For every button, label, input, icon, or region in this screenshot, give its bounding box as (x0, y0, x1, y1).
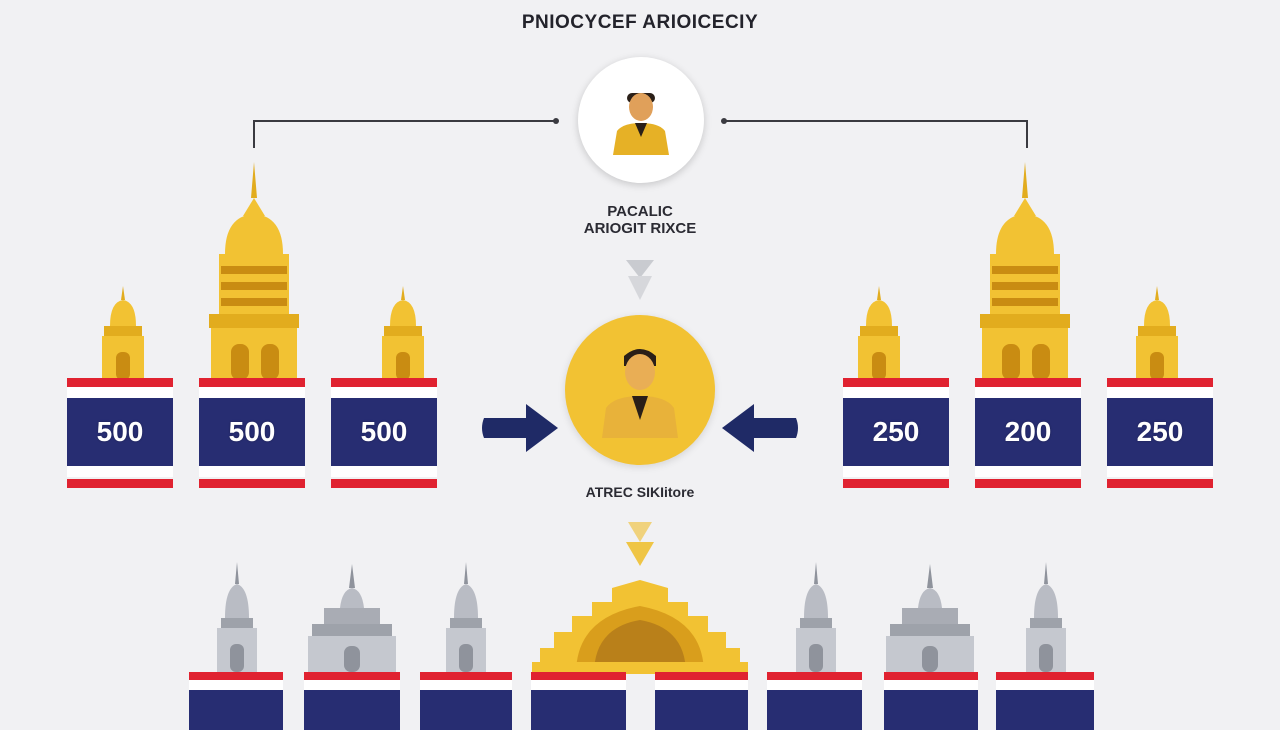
bottom-flag-base (420, 672, 512, 730)
grey-stupa-icon (1022, 562, 1070, 672)
grey-temple-icon (304, 564, 400, 672)
bottom-flag-base (531, 672, 626, 730)
left-value-card-3: 500 (331, 378, 437, 488)
grey-temple-icon (882, 564, 978, 672)
gold-palace-icon (532, 578, 748, 674)
right-value-card-2: 200 (975, 378, 1081, 488)
large-gold-temple-icon (205, 162, 303, 380)
connector-top-right (724, 120, 1028, 122)
down-arrow-icon (622, 256, 658, 304)
central-authority-avatar (565, 315, 715, 465)
small-gold-temple-icon (98, 286, 148, 380)
bottom-flag-base (767, 672, 862, 730)
gold-down-arrow-icon (622, 518, 658, 570)
grey-stupa-icon (213, 562, 261, 672)
small-gold-temple-icon (378, 286, 428, 380)
large-gold-temple-icon (976, 162, 1074, 380)
grey-stupa-icon (792, 562, 840, 672)
middle-caption: ATREC SIKIitore (585, 484, 695, 500)
card-value: 250 (872, 416, 920, 447)
right-value-card-3: 250 (1107, 378, 1213, 488)
upper-caption-line2: ARIOGIT RIXCE (583, 220, 697, 237)
left-value-card-1: 500 (67, 378, 173, 488)
connector-dot-left (553, 118, 559, 124)
connector-top-right-drop (1026, 120, 1028, 148)
top-authority-avatar (578, 57, 704, 183)
card-value: 200 (1004, 416, 1052, 447)
card-value: 500 (360, 416, 408, 447)
person-icon (609, 85, 673, 155)
upper-caption-line1: PACALIC (607, 203, 673, 220)
card-value: 500 (228, 416, 276, 447)
card-value: 250 (1136, 416, 1184, 447)
connector-top-left-drop (253, 120, 255, 148)
person-icon (598, 342, 682, 438)
right-value-card-1: 250 (843, 378, 949, 488)
bottom-flag-base (189, 672, 283, 730)
card-value: 500 (96, 416, 144, 447)
bottom-flag-base (996, 672, 1094, 730)
left-arrow-icon (718, 400, 800, 456)
bottom-flag-base (655, 672, 748, 730)
small-gold-temple-icon (1132, 286, 1182, 380)
right-arrow-icon (480, 400, 562, 456)
connector-top-left (253, 120, 556, 122)
left-value-card-2: 500 (199, 378, 305, 488)
grey-stupa-icon (442, 562, 490, 672)
bottom-flag-base (884, 672, 978, 730)
small-gold-temple-icon (854, 286, 904, 380)
bottom-flag-base (304, 672, 400, 730)
upper-caption: PACALIC ARIOGIT RIXCE (540, 203, 740, 237)
connector-dot-right (721, 118, 727, 124)
diagram-title: PNIOCYCEF ARIOICECIY (521, 12, 759, 33)
